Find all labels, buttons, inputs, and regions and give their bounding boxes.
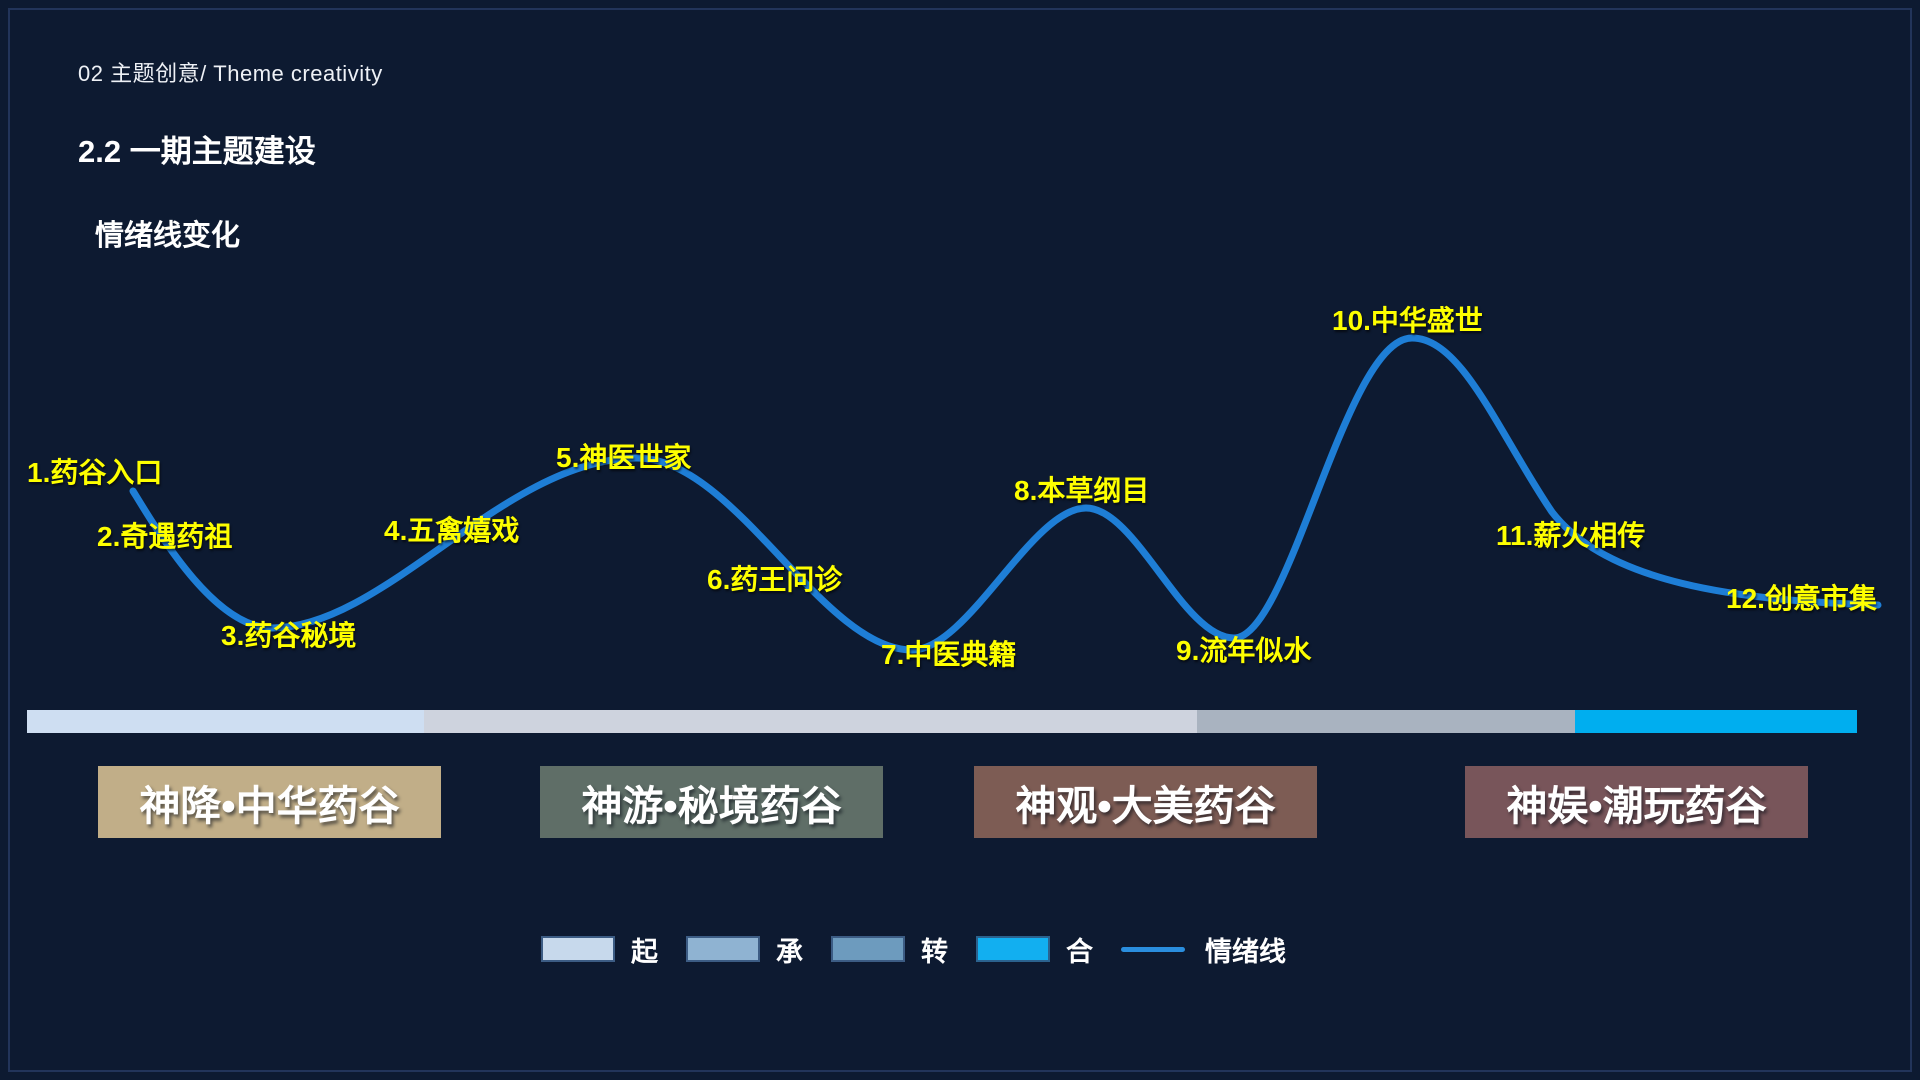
eyebrow-text: 02 主题创意/ Theme creativity xyxy=(78,61,383,86)
legend-label-qi: 起 xyxy=(631,936,658,967)
stage-bar-segment-cheng xyxy=(424,710,1197,733)
legend-label-cheng: 承 xyxy=(776,936,803,967)
story-point-label-12: 12.创意市集 xyxy=(1726,583,1877,614)
legend-line-sample xyxy=(1121,946,1185,952)
legend-line-label: 情绪线 xyxy=(1205,936,1286,967)
emotion-line-title: 情绪线变化 xyxy=(95,220,241,252)
story-point-label-3: 3.药谷秘境 xyxy=(221,620,357,651)
theme-box-4: 神娱•潮玩药谷 xyxy=(1465,766,1808,838)
story-point-label-2: 2.奇遇药祖 xyxy=(97,521,233,552)
stage-bar-segment-qi xyxy=(27,710,424,733)
theme-box-3: 神观•大美药谷 xyxy=(974,766,1317,838)
legend-item-he: 合 xyxy=(976,930,1121,969)
story-point-label-9: 9.流年似水 xyxy=(1176,635,1312,666)
stage-bar-segment-he xyxy=(1575,710,1857,733)
story-point-label-11: 11.薪火相传 xyxy=(1496,520,1646,551)
emotion-curve-path xyxy=(129,334,1882,654)
legend-item-qi: 起 xyxy=(541,930,686,969)
legend-label-zhuan: 转 xyxy=(921,936,948,967)
legend-swatch-zhuan xyxy=(831,936,905,962)
legend-item-emotion-line: 情绪线 xyxy=(1121,930,1286,969)
legend-swatch-qi xyxy=(541,936,615,962)
stage-bar-segment-zhuan xyxy=(1197,710,1575,733)
legend-swatch-cheng xyxy=(686,936,760,962)
legend: 起 承 转 合 情绪线 xyxy=(541,934,1286,967)
legend-swatch-he xyxy=(976,936,1050,962)
story-point-label-10: 10.中华盛世 xyxy=(1332,305,1483,336)
story-point-label-1: 1.药谷入口 xyxy=(27,457,163,488)
section-title: 2.2 一期主题建设 xyxy=(78,134,316,169)
story-point-label-7: 7.中医典籍 xyxy=(881,639,1017,670)
legend-item-zhuan: 转 xyxy=(831,930,976,969)
story-point-label-8: 8.本草纲目 xyxy=(1014,475,1150,506)
story-point-label-5: 5.神医世家 xyxy=(556,442,692,473)
story-point-label-4: 4.五禽嬉戏 xyxy=(384,515,520,546)
legend-item-cheng: 承 xyxy=(686,930,831,969)
theme-box-1: 神降•中华药谷 xyxy=(98,766,441,838)
story-point-label-6: 6.药王问诊 xyxy=(707,564,843,595)
theme-box-2: 神游•秘境药谷 xyxy=(540,766,883,838)
legend-label-he: 合 xyxy=(1066,936,1093,967)
